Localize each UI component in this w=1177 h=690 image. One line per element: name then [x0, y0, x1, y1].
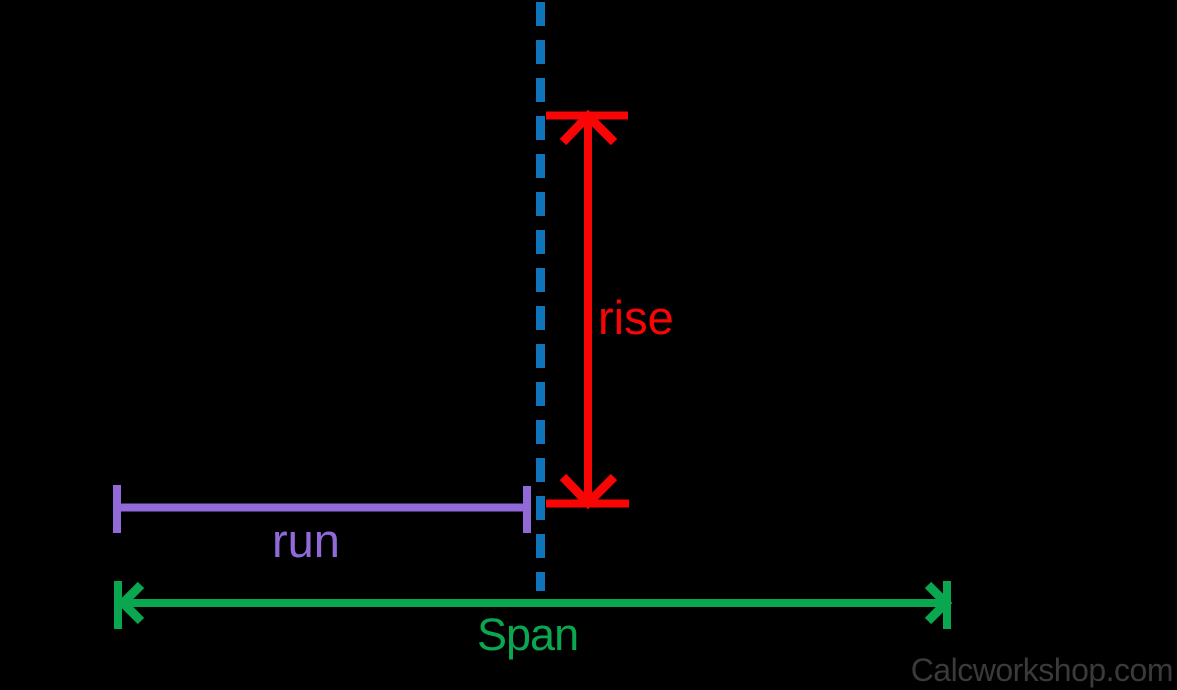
rise-dimension: rise	[546, 109, 674, 510]
watermark: Calcworkshop.com	[911, 652, 1173, 688]
rise-label: rise	[598, 291, 674, 344]
span-arrowhead-left-icon	[116, 581, 145, 625]
span-dimension: Span	[114, 581, 953, 660]
run-dimension: run	[113, 485, 531, 567]
span-label: Span	[477, 609, 578, 660]
span-arrowhead-right-icon	[924, 581, 953, 625]
run-label: run	[272, 514, 340, 567]
rise-arrowhead-up-icon	[559, 109, 618, 146]
